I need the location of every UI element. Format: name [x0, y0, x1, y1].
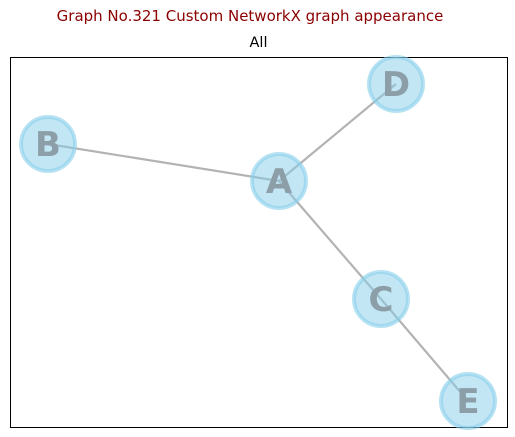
node-b: B: [19, 115, 77, 173]
axes-title: All: [249, 35, 268, 51]
edges-layer: [47, 83, 469, 402]
node-e: E: [439, 372, 497, 430]
node-circle-c: [352, 270, 410, 328]
node-circle-a: [250, 152, 308, 210]
edge-a-b: [47, 142, 280, 183]
nodes-layer: A B C D E: [19, 55, 497, 430]
node-circle-b: [19, 115, 77, 173]
node-a: A: [250, 152, 308, 210]
node-label-c: C: [369, 280, 394, 320]
node-label-a: A: [266, 162, 293, 202]
node-label-e: E: [456, 382, 479, 422]
node-d: D: [367, 55, 425, 113]
node-label-d: D: [382, 65, 410, 105]
node-circle-d: [367, 55, 425, 113]
node-label-b: B: [35, 125, 61, 165]
axes-frame: [10, 57, 508, 428]
node-c: C: [352, 270, 410, 328]
figure-title: Graph No.321 Custom NetworkX graph appea…: [56, 7, 444, 25]
node-circle-e: [439, 372, 497, 430]
